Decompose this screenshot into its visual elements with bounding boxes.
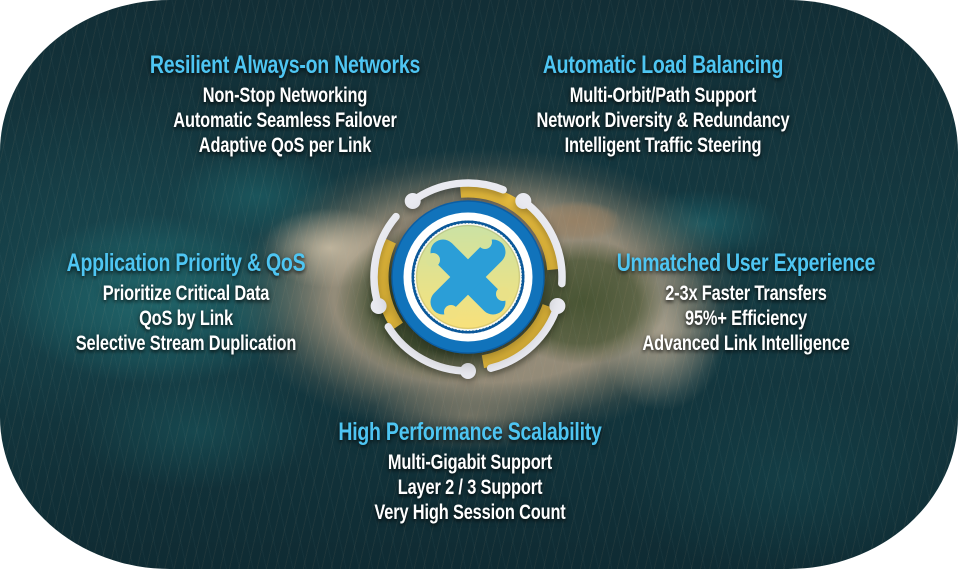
feature-group-priority-qos: Application Priority & QoS Prioritize Cr… [41, 249, 331, 356]
x-cross-icon [426, 235, 510, 319]
feature-item: Multi-Gigabit Support [387, 451, 553, 474]
feature-item: Automatic Seamless Failover [173, 109, 397, 132]
orbit-arcs-yellow [375, 184, 561, 369]
tooth-serration [411, 220, 525, 334]
feature-item: Adaptive QoS per Link [198, 134, 372, 157]
feature-item: Selective Stream Duplication [75, 332, 297, 355]
orbit-arc-dots [370, 193, 566, 379]
feature-title: Unmatched User Experience [616, 249, 876, 277]
feature-title: Resilient Always-on Networks [149, 51, 421, 79]
feature-item: Prioritize Critical Data [102, 282, 270, 305]
feature-title: Automatic Load Balancing [542, 51, 784, 79]
feature-item: Non-Stop Networking [202, 84, 368, 107]
feature-group-load-balancing: Automatic Load Balancing Multi-Orbit/Pat… [507, 51, 819, 158]
feature-title: High Performance Scalability [338, 418, 602, 446]
orbit-arcs-white [370, 179, 566, 379]
x-hook-notches [426, 235, 510, 319]
feature-item: Intelligent Traffic Steering [564, 134, 762, 157]
feature-item: Very High Session Count [374, 501, 566, 524]
feature-title: Application Priority & QoS [66, 249, 306, 277]
feature-group-resilient-networks: Resilient Always-on Networks Non-Stop Ne… [129, 51, 441, 158]
feature-item: 95%+ Efficiency [685, 307, 807, 330]
x-logo-badge [370, 179, 566, 379]
feature-item: Layer 2 / 3 Support [397, 476, 543, 499]
feature-item: Network Diversity & Redundancy [536, 109, 790, 132]
feature-group-user-experience: Unmatched User Experience 2-3x Faster Tr… [598, 249, 894, 356]
feature-item: Advanced Link Intelligence [642, 332, 850, 355]
feature-item: Multi-Orbit/Path Support [569, 84, 757, 107]
feature-group-scalability: High Performance Scalability Multi-Gigab… [314, 418, 626, 525]
feature-item: 2-3x Faster Transfers [665, 282, 827, 305]
feature-item: QoS by Link [139, 307, 233, 330]
